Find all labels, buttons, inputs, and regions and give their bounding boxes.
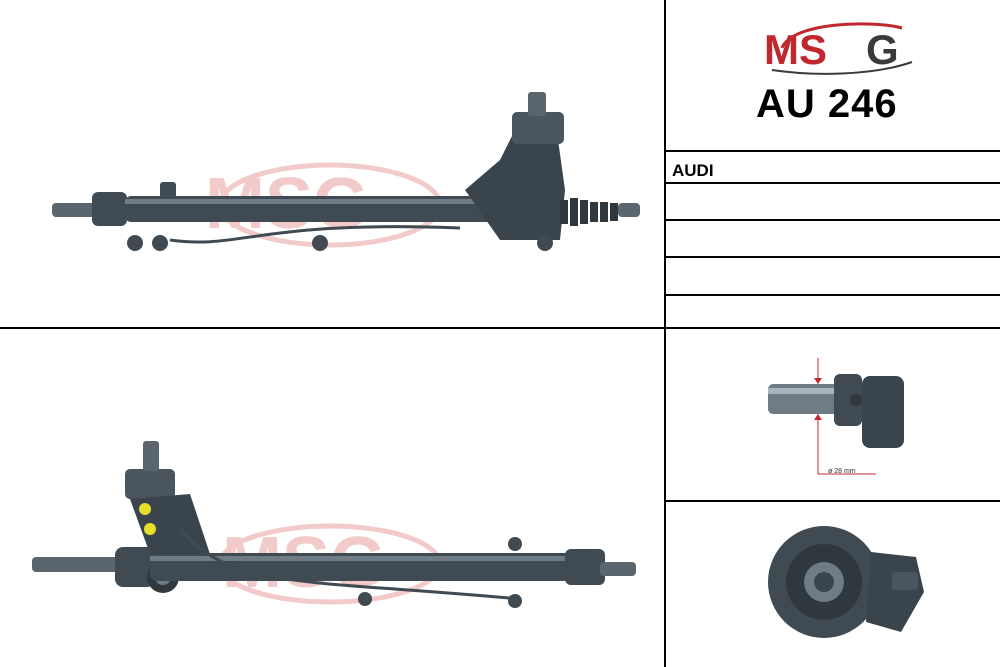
row-line-5 <box>666 294 1000 296</box>
detail-shaft-photo <box>666 296 1000 500</box>
row-line-2 <box>666 182 1000 184</box>
msg-logo: MS G <box>762 18 922 78</box>
row-line-1 <box>666 150 1000 152</box>
vehicle-make: AUDI <box>672 161 714 180</box>
divider-horizontal-middle <box>0 327 1000 329</box>
divider-vertical <box>664 0 666 667</box>
detail-valve-photo <box>666 502 1000 667</box>
row-line-6 <box>666 500 1000 502</box>
diameter-label: ø 28 mm <box>828 468 856 475</box>
product-code: AU 246 <box>756 82 898 126</box>
product-photo-top: MSG <box>0 0 664 327</box>
svg-text:G: G <box>866 26 899 73</box>
svg-text:MS: MS <box>764 26 827 73</box>
row-line-4 <box>666 256 1000 258</box>
row-line-3 <box>666 219 1000 221</box>
product-photo-bottom: MSG <box>0 329 664 667</box>
